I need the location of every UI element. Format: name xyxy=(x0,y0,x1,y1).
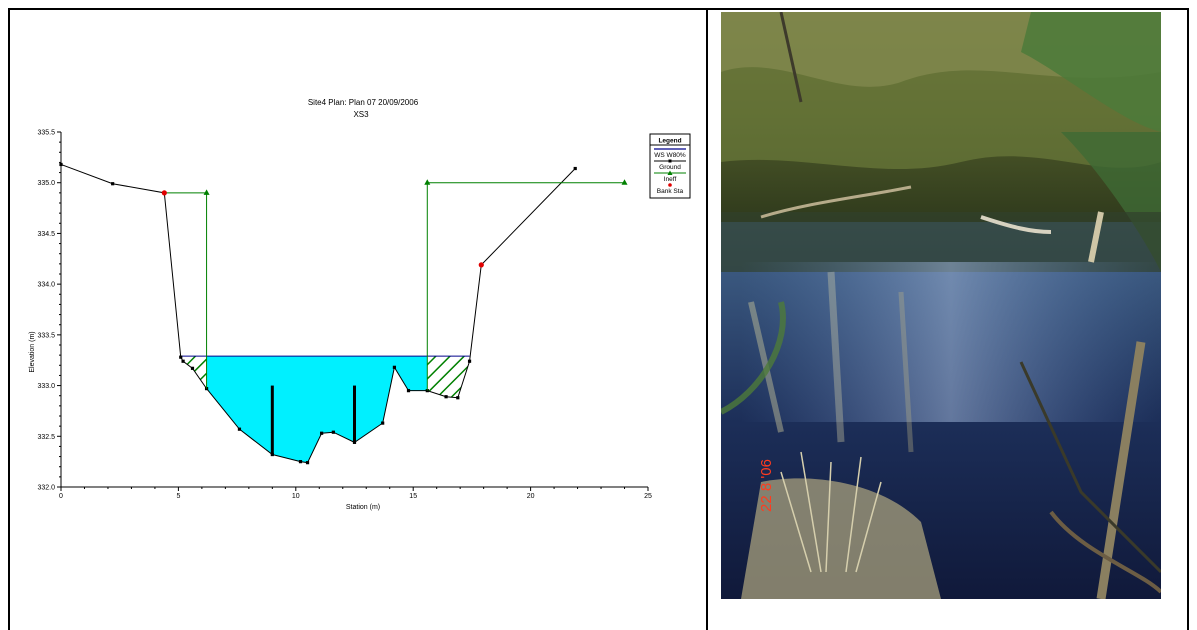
y-tick-label-1: 332.5 xyxy=(37,434,55,441)
ground-point-7 xyxy=(237,427,242,431)
y-tick-label-4: 334.0 xyxy=(37,282,55,289)
ground-point-16 xyxy=(406,389,411,393)
y-axis-label: Elevation (m) xyxy=(29,331,36,372)
pier-1 xyxy=(353,385,356,443)
chart-subtitle: XS3 xyxy=(353,110,369,119)
y-tick-label-5: 334.5 xyxy=(37,231,55,238)
ground-point-5 xyxy=(190,366,195,370)
legend-bank-label: Bank Sta xyxy=(657,188,684,195)
x-axis-label: Station (m) xyxy=(346,504,380,511)
legend-bank-marker xyxy=(668,183,672,187)
y-tick-label-6: 335.0 xyxy=(37,180,55,187)
column-divider xyxy=(706,8,708,630)
ground-point-19 xyxy=(456,396,460,400)
ground-point-8 xyxy=(270,452,274,457)
pier-0 xyxy=(270,385,274,455)
legend-ground-label: Ground xyxy=(659,164,681,171)
bank-sta-1 xyxy=(478,262,484,268)
ground-point-20 xyxy=(467,359,472,363)
page-frame xyxy=(8,8,1189,630)
axes: 0 5 10 15 20 25 332.0 332.5 333.0 333.5 334.0 334.5… xyxy=(37,130,652,501)
plot-area xyxy=(59,162,628,465)
ground-point-13 xyxy=(352,440,357,444)
ineff-marker-1 xyxy=(424,179,431,185)
x-tick-label-5: 25 xyxy=(644,493,652,500)
ground-point-1 xyxy=(111,182,115,186)
legend: Legend WS W80% Ground Ineff Bank Sta xyxy=(649,133,691,199)
ground-point-4 xyxy=(181,359,185,363)
ground-point-11 xyxy=(320,431,324,435)
photo-date-stamp: 22 8 '06 xyxy=(758,459,775,512)
x-tick-label-4: 20 xyxy=(527,493,535,500)
x-tick-label-2: 10 xyxy=(292,493,300,500)
river-photo-image: 22 8 '06 xyxy=(721,12,1161,599)
ground-point-22 xyxy=(573,166,577,171)
y-tick-label-0: 332.0 xyxy=(37,485,55,492)
legend-ineff-label: Ineff xyxy=(664,176,677,183)
cross-section-chart: Site4 Plan: Plan 07 20/09/2006 XS3 0 5 10 1… xyxy=(29,98,691,511)
ineff-marker-0 xyxy=(203,189,210,195)
ground-point-12 xyxy=(331,430,335,434)
ground-point-18 xyxy=(444,395,448,399)
y-tick-label-7: 335.5 xyxy=(37,130,55,137)
ground-point-14 xyxy=(381,421,385,425)
x-tick-label-0: 0 xyxy=(59,493,63,500)
legend-title: Legend xyxy=(658,138,681,145)
ground-point-9 xyxy=(298,460,303,464)
legend-ineff-marker xyxy=(667,170,673,175)
ground-point-10 xyxy=(305,461,310,465)
ineff-hatch-right xyxy=(427,356,470,398)
chart-title: Site4 Plan: Plan 07 20/09/2006 xyxy=(308,98,419,107)
ground-point-15 xyxy=(392,365,397,369)
y-tick-label-2: 333.0 xyxy=(37,383,55,390)
ground-point-3 xyxy=(179,355,183,359)
y-tick-label-3: 333.5 xyxy=(37,332,55,339)
ineff-marker-2 xyxy=(621,179,628,185)
legend-ground-marker xyxy=(668,159,672,163)
legend-ws-label: WS W80% xyxy=(654,152,686,159)
x-tick-label-1: 5 xyxy=(176,493,180,500)
bank-sta-0 xyxy=(161,190,167,196)
water-area xyxy=(180,356,470,463)
x-tick-label-3: 15 xyxy=(409,493,417,500)
river-photo: 22 8 '06 xyxy=(721,12,1161,599)
